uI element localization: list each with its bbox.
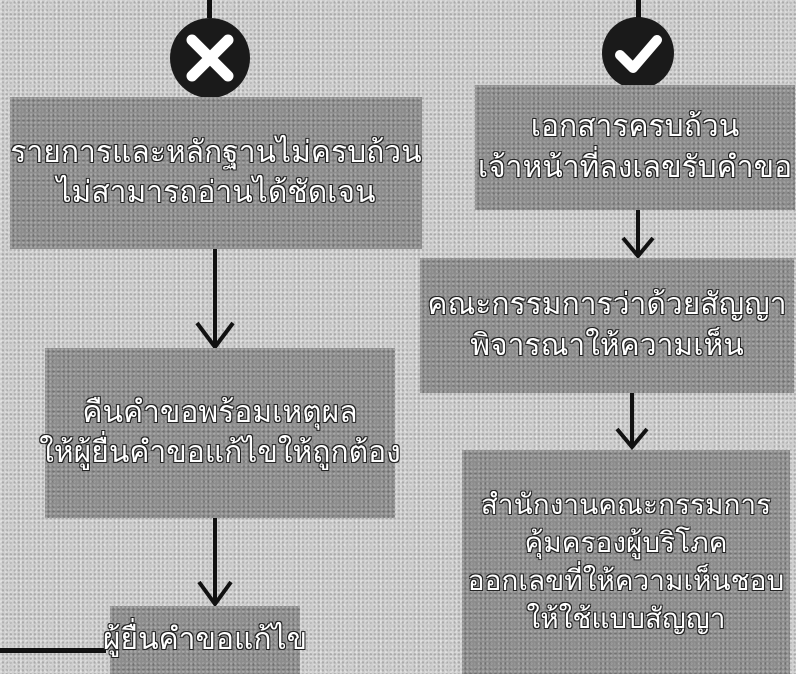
box-text-line: สำนักงานคณะกรรมการ [480,488,772,522]
consumer-protection-office-box: สำนักงานคณะกรรมการ คุ้มครองผู้บริโภค ออก… [462,450,790,674]
box-text-line: พิจารณาให้ความเห็น [470,327,744,363]
box-text-line: ให้ผู้ยื่นคำขอแก้ไขให้ถูกต้อง [39,435,401,470]
check-circle-icon [602,17,674,89]
box-text-line: คณะกรรมการว่าด้วยสัญญา [427,287,787,322]
incomplete-documents-box: รายการและหลักฐานไม่ครบถ้วน ไม่สามารถอ่าน… [10,97,422,249]
right-arrow-2 [615,393,649,451]
documents-complete-box: เอกสารครบถ้วน เจ้าหน้าที่ลงเลขรับคำขอ [475,85,795,210]
right-entry-line [636,0,641,18]
right-arrow-1 [621,210,655,260]
box-text-line: ให้ใช้แบบสัญญา [526,601,726,635]
box-text-line: เจ้าหน้าที่ลงเลขรับคำขอ [477,149,793,185]
left-arrow-2 [197,518,233,608]
box-text-line: รายการและหลักฐานไม่ครบถ้วน [10,134,422,170]
box-text-line: ไม่สามารถอ่านได้ชัดเจน [56,175,376,210]
left-entry-line [207,0,212,18]
resubmit-connector-line [0,648,106,653]
contract-committee-box: คณะกรรมการว่าด้วยสัญญา พิจารณาให้ความเห็… [420,258,794,393]
box-text-line: เอกสารครบถ้วน [530,109,740,144]
box-text-line: ออกเลขที่ให้ความเห็นชอบ [467,564,785,597]
applicant-revises-box: ผู้ยื่นคำขอแก้ไข [103,606,307,674]
return-request-box: คืนคำขอพร้อมเหตุผล ให้ผู้ยื่นคำขอแก้ไขให… [39,348,401,518]
box-text-line: คุ้มครองผู้บริโภค [524,526,728,560]
cross-circle-icon [170,18,250,98]
box-text-line: คืนคำขอพร้อมเหตุผล [82,394,358,430]
box-text-line: ผู้ยื่นคำขอแก้ไข [102,621,308,657]
left-arrow-1 [195,248,235,351]
